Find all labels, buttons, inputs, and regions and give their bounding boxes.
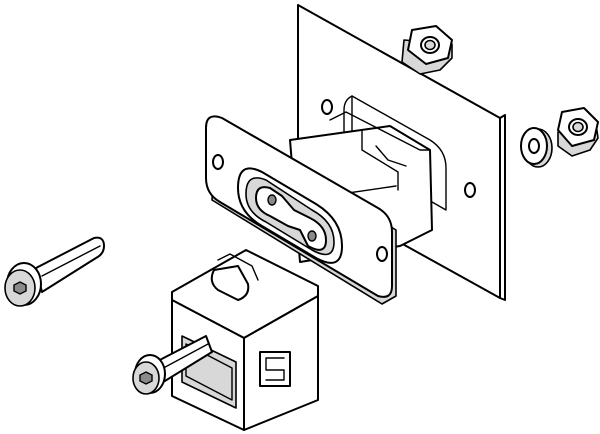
retaining-clip (171, 249, 319, 431)
plate-hole-upper (321, 99, 333, 115)
button-head-screw-loose (4, 236, 105, 307)
hex-nut-top (401, 25, 453, 75)
flange-hole-right (376, 246, 388, 262)
hex-nut-right (557, 107, 599, 157)
hex-socket-icon (13, 281, 27, 295)
button-head-screw-in-clip (132, 335, 213, 395)
flange-hole-left (212, 154, 224, 170)
manufacturer-logo (259, 351, 291, 387)
contact-pin-left (267, 194, 277, 206)
hex-socket-icon (139, 371, 153, 385)
contact-pin-right (307, 230, 317, 242)
power-inlet-socket (205, 111, 433, 305)
flat-washer (520, 127, 553, 168)
plate-hole-lower (464, 182, 476, 198)
